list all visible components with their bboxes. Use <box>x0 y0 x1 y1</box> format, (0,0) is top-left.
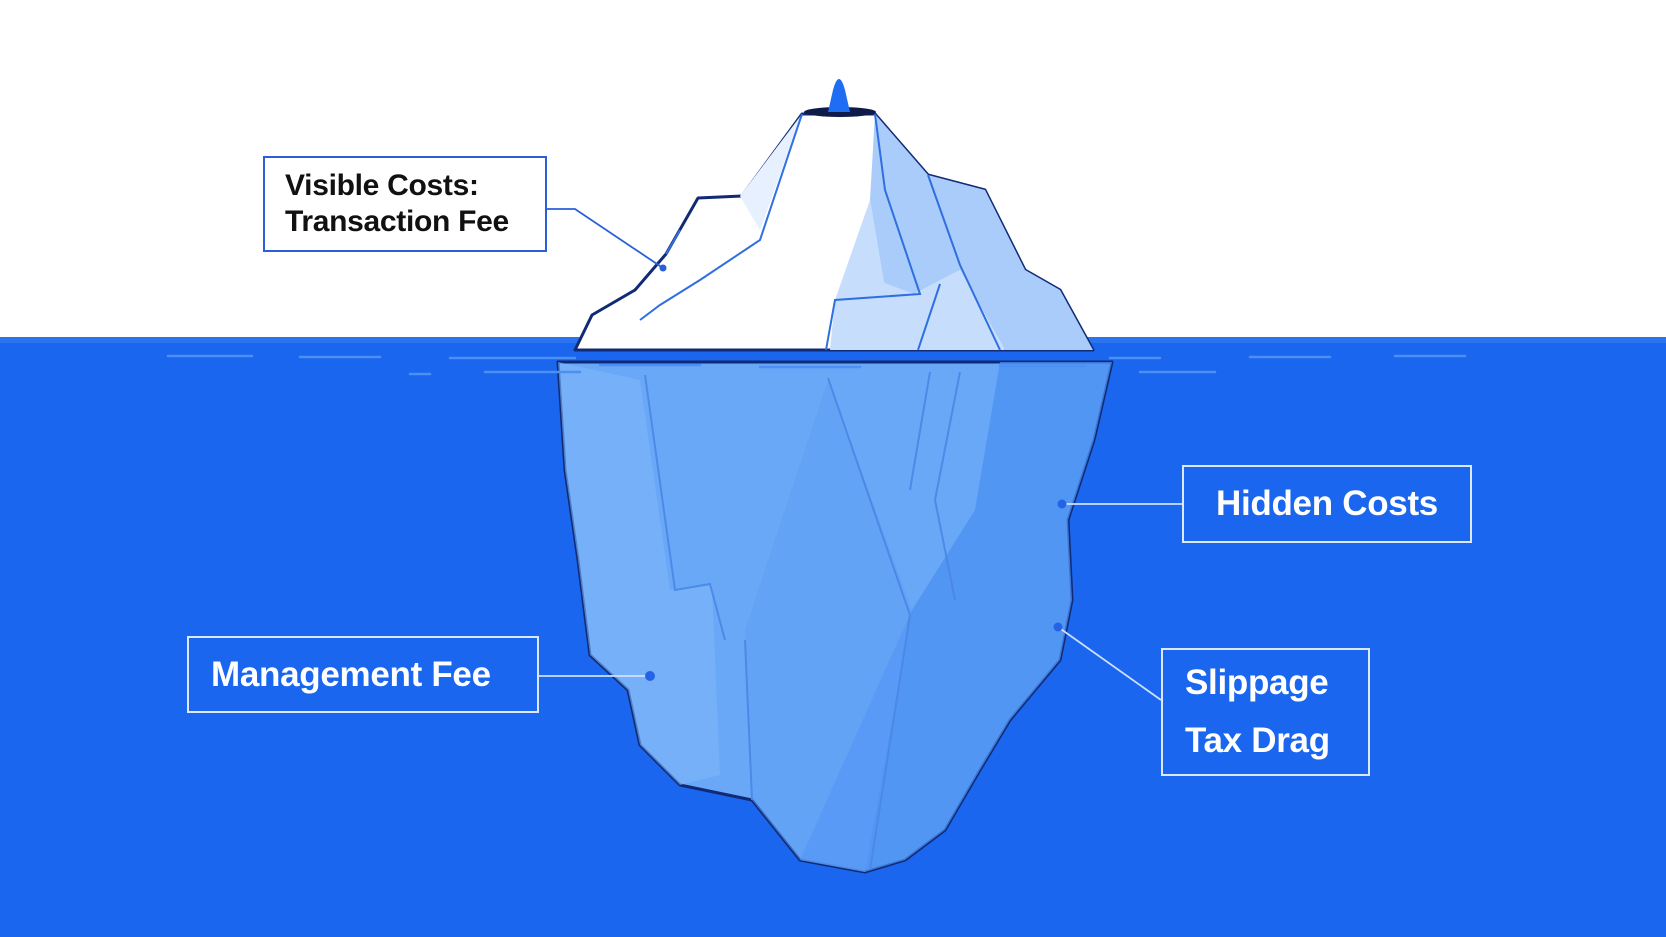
flag-marker-icon <box>804 79 876 117</box>
tax-drag-text: Tax Drag <box>1185 721 1330 760</box>
slippage-tax-dot <box>1053 622 1063 632</box>
slippage-tax-callout: Slippage Tax Drag <box>1161 648 1370 776</box>
hidden-costs-callout: Hidden Costs <box>1182 465 1472 543</box>
visible-iceberg <box>573 112 1095 352</box>
visible-costs-callout: Visible Costs: Transaction Fee <box>263 156 547 252</box>
transaction-fee-text: Transaction Fee <box>285 205 509 238</box>
slippage-text: Slippage <box>1185 663 1329 702</box>
management-fee-dot <box>645 671 655 681</box>
visible-costs-title: Visible Costs: <box>285 169 479 202</box>
visible-costs-dot <box>659 264 667 272</box>
leader-lines <box>539 208 1182 701</box>
management-fee-callout: Management Fee <box>187 636 539 713</box>
visible-costs-leader <box>547 208 664 269</box>
hidden-costs-dot <box>1057 499 1067 509</box>
hidden-costs-text: Hidden Costs <box>1216 484 1438 523</box>
leader-dots <box>645 264 1067 681</box>
underwater-iceberg <box>556 360 1114 874</box>
slippage-tax-leader <box>1057 626 1162 701</box>
water-surface-lines <box>166 354 1467 376</box>
management-fee-text: Management Fee <box>211 654 491 694</box>
